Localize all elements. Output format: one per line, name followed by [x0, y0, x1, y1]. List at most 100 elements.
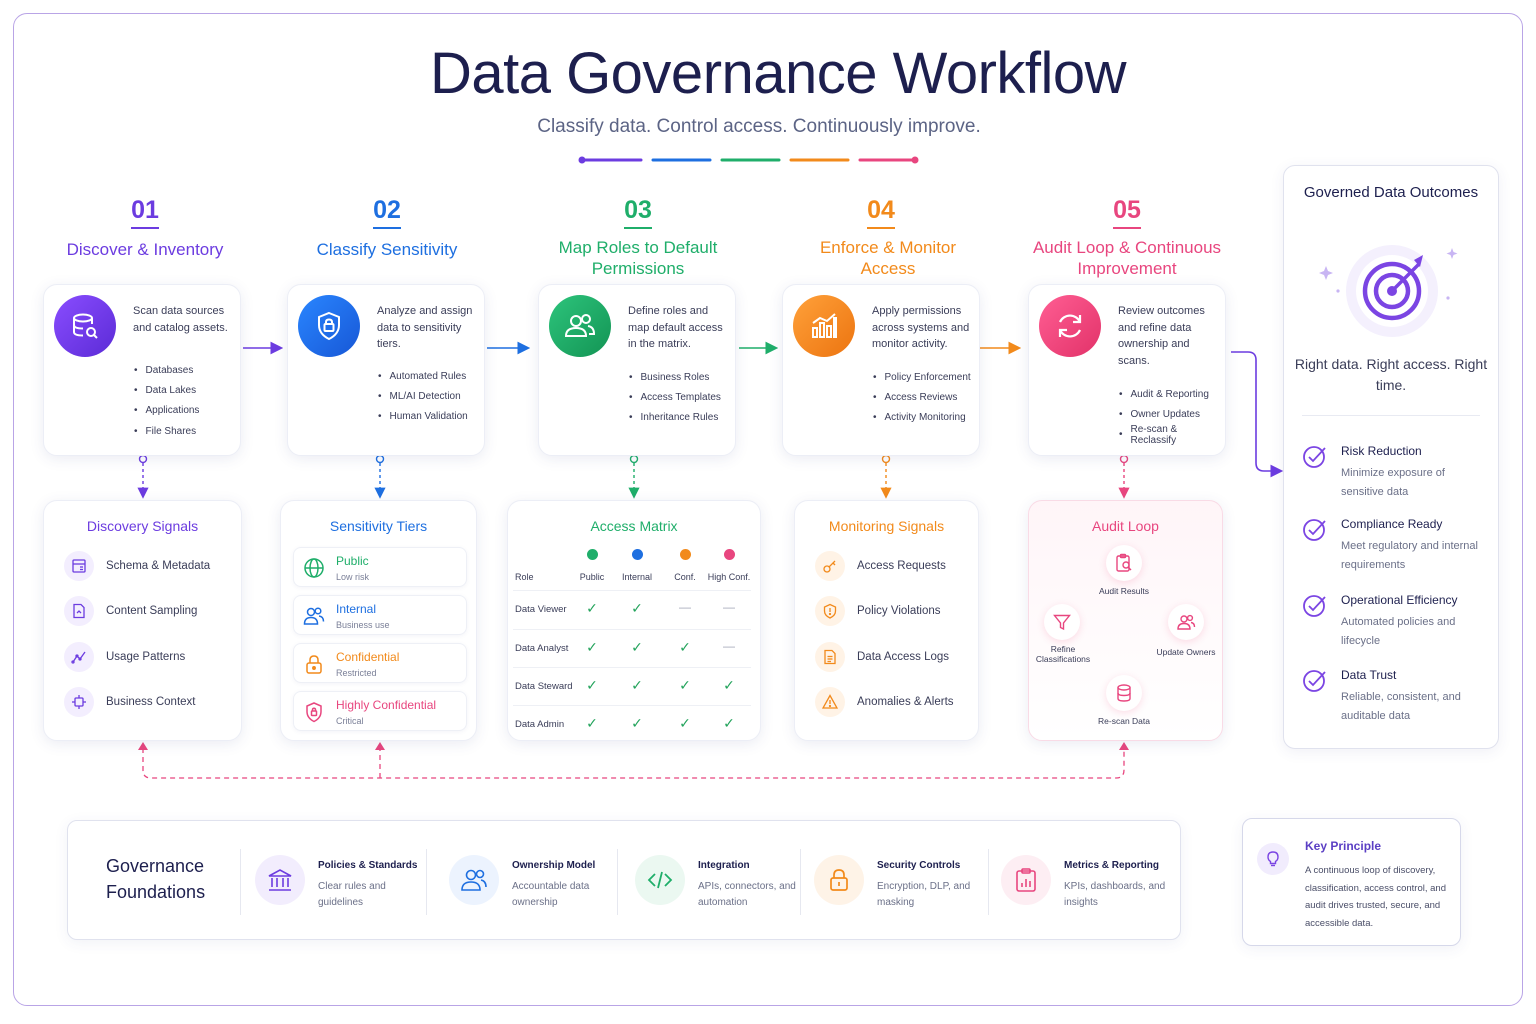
step-2-description: Analyze and assign data to sensitivity t…: [377, 305, 473, 350]
check-circle-icon: [1303, 446, 1326, 468]
access-denied-dash: —: [679, 600, 691, 614]
access-matrix-title: Access Matrix: [590, 518, 678, 534]
foundation-description: Clear rules and guidelines: [318, 881, 386, 908]
matrix-role-label: Data Steward: [515, 681, 573, 692]
target-icon: [1319, 245, 1458, 337]
log-icon: [815, 642, 845, 672]
check-circle-icon: [1303, 595, 1326, 617]
access-granted-check: ✓: [679, 639, 691, 655]
access-granted-check: ✓: [586, 639, 598, 655]
matrix-role-label: Data Analyst: [515, 643, 569, 654]
divider: [800, 849, 801, 915]
update-owners-label: Update Owners: [1156, 647, 1216, 657]
filter-icon: [1053, 614, 1071, 631]
monitoring-signals-panel: Monitoring Signals Access Requests Polic…: [794, 500, 979, 741]
outcome-description: Automated policies and lifecycle: [1341, 616, 1456, 647]
tier-internal: Internal Business use: [293, 595, 467, 635]
step-3-item: Business Roles: [629, 367, 721, 387]
foundation-description: Accountable data ownership: [512, 881, 590, 908]
users-icon: [1177, 614, 1196, 630]
shield-icon: [302, 700, 326, 724]
discovery-signals-panel: Discovery Signals Schema & Metadata Cont…: [43, 500, 242, 741]
users-icon: [549, 295, 611, 357]
outcome-title: Operational Efficiency: [1341, 593, 1458, 607]
outcome-title: Risk Reduction: [1341, 444, 1422, 458]
access-granted-check: ✓: [631, 677, 643, 693]
step-2-number: 02: [373, 196, 401, 229]
step-1-list: Databases Data Lakes Applications File S…: [134, 360, 200, 441]
step-4-item: Policy Enforcement: [873, 367, 971, 387]
matrix-row-divider: [513, 667, 751, 668]
monitoring-signal-row: Access Requests: [815, 551, 946, 581]
discovery-signal-row: Schema & Metadata: [64, 551, 210, 581]
globe-icon: [302, 556, 326, 580]
sensitivity-tiers-title: Sensitivity Tiers: [329, 518, 428, 534]
step-2-card: Analyze and assign data to sensitivity t…: [287, 284, 485, 456]
outcomes-title: Governed Data Outcomes: [1303, 184, 1479, 201]
audit-results-node: [1106, 545, 1142, 581]
step-3-item: Inheritance Rules: [629, 408, 721, 428]
check-circle-icon: [1303, 670, 1326, 692]
step-5-heading: 05 Audit Loop & Continuous Improvement: [1022, 196, 1232, 279]
page-title: Data Governance Workflow: [429, 41, 1127, 106]
step-3-heading: 03 Map Roles to Default Permissions: [533, 196, 743, 279]
tier-description: Business use: [336, 620, 390, 630]
step-5-item: Re-scan & Reclassify: [1119, 424, 1225, 446]
step-5-number: 05: [1113, 196, 1141, 229]
matrix-column-dot: [586, 549, 598, 560]
page-subtitle: Classify data. Control access. Continuou…: [537, 116, 981, 137]
divider: [240, 849, 241, 915]
step-1-item: Data Lakes: [134, 380, 199, 400]
divider: [426, 849, 427, 915]
step-1-description: Scan data sources and catalog assets.: [133, 305, 228, 334]
shield-lock-icon: [298, 295, 360, 357]
governance-foundations-panel: Governance Foundations Policies & Standa…: [67, 820, 1181, 940]
step-1-item: File Shares: [134, 421, 199, 441]
access-matrix-panel: Access Matrix: [507, 500, 761, 741]
discovery-signal-row: Content Sampling: [64, 596, 197, 626]
monitoring-signal-label: Policy Violations: [857, 605, 941, 617]
discovery-signal-label: Content Sampling: [106, 605, 198, 617]
divider: [988, 849, 989, 915]
monitoring-signal-label: Anomalies & Alerts: [857, 696, 954, 708]
users-icon: [302, 604, 326, 628]
refine-classifications-node: [1044, 604, 1080, 640]
step-2-list: Automated Rules ML/AI Detection Human Va…: [378, 366, 468, 427]
access-granted-check: ✓: [679, 715, 691, 731]
matrix-column-header: Internal: [621, 572, 653, 582]
monitoring-signal-label: Data Access Logs: [857, 651, 950, 663]
discovery-signal-row: Usage Patterns: [64, 642, 185, 672]
step-4-item: Activity Monitoring: [873, 408, 971, 428]
outcome-description: Reliable, consistent, and auditable data: [1341, 691, 1461, 722]
matrix-column-header: Public: [579, 572, 605, 582]
step-5-title: Audit Loop & Continuous Improvement: [1032, 238, 1222, 278]
access-denied-dash: —: [723, 639, 735, 653]
step-2-item: ML/AI Detection: [378, 386, 468, 406]
tier-confidential: Confidential Restricted: [293, 643, 467, 683]
database-search-icon: [54, 295, 116, 357]
monitoring-signal-row: Data Access Logs: [815, 642, 949, 672]
database-icon: [1117, 684, 1131, 702]
audit-results-label: Audit Results: [1098, 586, 1150, 596]
tier-name: Highly Confidential: [336, 698, 437, 712]
step-1-heading: 01 Discover & Inventory: [40, 196, 250, 260]
step-3-title: Map Roles to Default Permissions: [558, 238, 718, 278]
matrix-role-header: Role: [515, 572, 534, 582]
matrix-column-dot: [631, 549, 643, 560]
step-4-item: Access Reviews: [873, 387, 971, 407]
page-frame: [13, 13, 1523, 1006]
matrix-role-label: Data Admin: [515, 719, 565, 730]
foundation-description: Encryption, DLP, and masking: [877, 881, 971, 908]
lock-icon: [302, 652, 326, 676]
key-icon: [815, 551, 845, 581]
step-1-card: Scan data sources and catalog assets. Da…: [43, 284, 241, 456]
matrix-row-divider: [513, 590, 751, 591]
tier-name: Public: [336, 554, 369, 568]
access-granted-check: ✓: [586, 677, 598, 693]
key-principle-panel: Key Principle A continuous loop of disco…: [1242, 818, 1461, 946]
matrix-role-label: Data Viewer: [515, 604, 567, 615]
matrix-column-dot: [679, 549, 691, 560]
step-4-title: Enforce & Monitor Access: [819, 238, 957, 278]
governed-outcomes-panel: Governed Data Outcomes Right data. Right…: [1283, 165, 1499, 749]
divider: [617, 849, 618, 915]
